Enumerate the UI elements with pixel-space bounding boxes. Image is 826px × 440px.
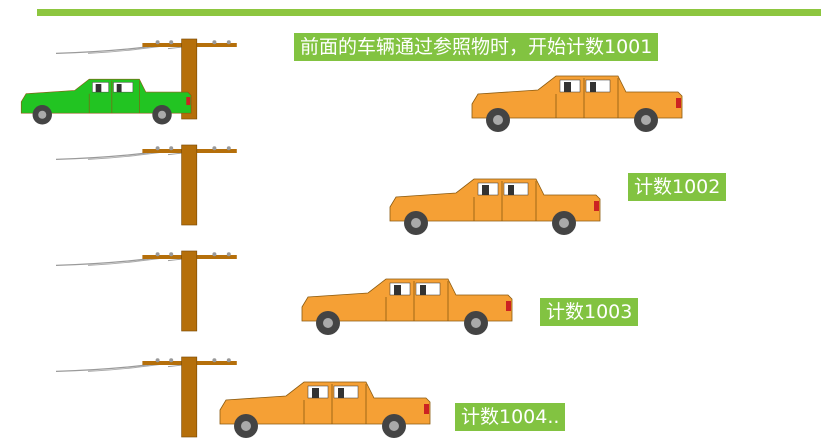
green-pickup-truck-icon bbox=[20, 78, 192, 125]
orange-pickup-truck-icon bbox=[219, 381, 431, 439]
orange-pickup-truck-icon bbox=[471, 75, 683, 133]
utility-pole-icon bbox=[55, 356, 238, 438]
utility-pole-icon bbox=[55, 144, 238, 226]
header-accent-bar bbox=[37, 9, 821, 16]
label-count-1002: 计数1002 bbox=[628, 173, 727, 201]
label-count-1001: 前面的车辆通过参照物时，开始计数1001 bbox=[294, 33, 659, 61]
orange-pickup-truck-icon bbox=[301, 278, 513, 336]
label-count-1003: 计数1003 bbox=[540, 298, 639, 326]
label-count-1004: 计数1004.. bbox=[455, 403, 566, 431]
orange-pickup-truck-icon bbox=[389, 178, 601, 236]
utility-pole-icon bbox=[55, 250, 238, 332]
